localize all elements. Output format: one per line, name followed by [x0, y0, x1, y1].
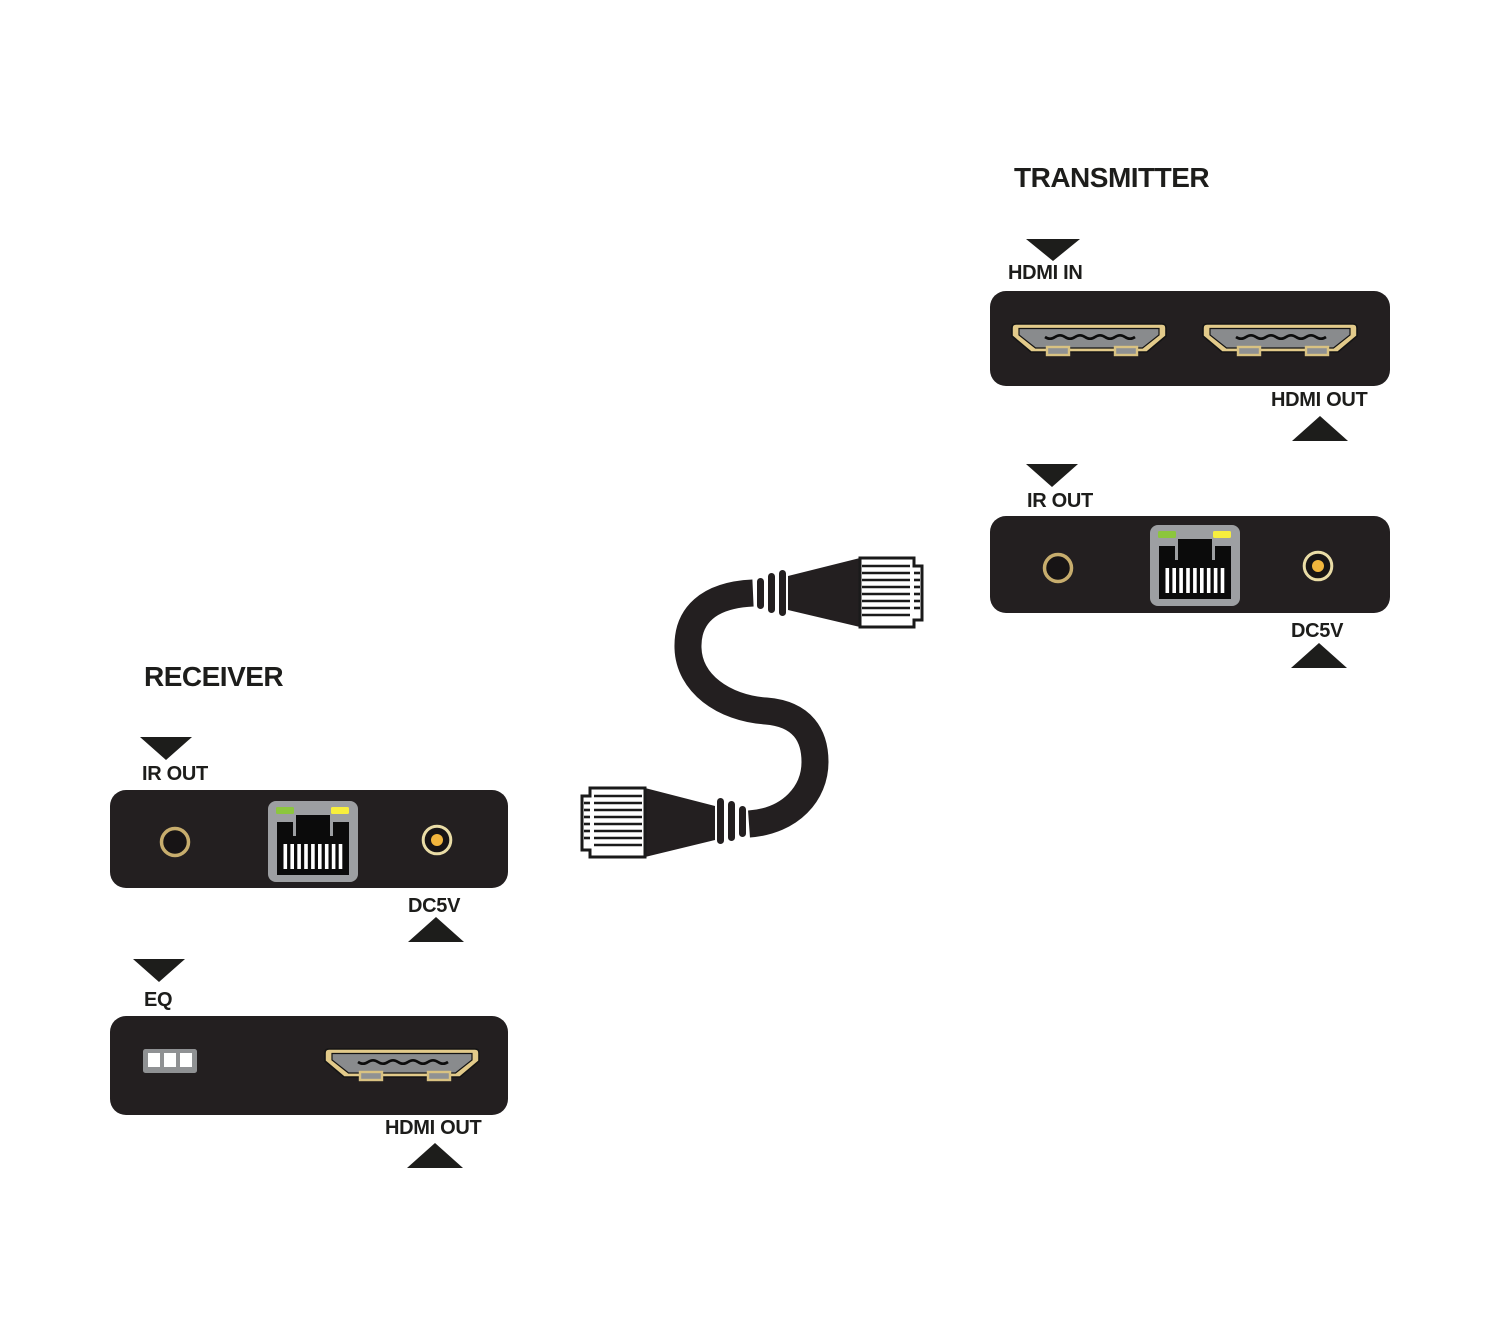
- rj45-plug-icon: [757, 556, 924, 629]
- receiver-eq-label: EQ: [144, 989, 173, 1011]
- receiver-hdmi-out-label: HDMI OUT: [385, 1117, 482, 1139]
- transmitter-hdmi-in-label: HDMI IN: [1008, 262, 1083, 284]
- transmitter-title: TRANSMITTER: [1014, 162, 1210, 193]
- dc-jack-icon: [1302, 550, 1334, 582]
- transmitter-hdmi-out-label: HDMI OUT: [1271, 389, 1368, 411]
- receiver-title: RECEIVER: [144, 661, 284, 692]
- hdmi-port-icon: [324, 1048, 480, 1083]
- receiver-hdmi-panel: [110, 1016, 508, 1115]
- transmitter-dc5v-label: DC5V: [1291, 620, 1344, 642]
- dc-jack-icon: [421, 824, 453, 856]
- down-arrow-icon: [140, 737, 192, 760]
- ir-jack-icon: [1042, 552, 1074, 584]
- ethernet-cable-icon: [580, 556, 924, 859]
- receiver-ir-out-label: IR OUT: [142, 763, 208, 785]
- transmitter-io-panel: [990, 516, 1390, 613]
- up-arrow-icon: [408, 917, 464, 942]
- down-arrow-icon: [133, 959, 185, 982]
- rj45-plug-icon: [580, 786, 746, 859]
- receiver-dc5v-label: DC5V: [408, 895, 461, 917]
- up-arrow-icon: [1291, 643, 1347, 668]
- hdmi-port-icon: [1202, 323, 1358, 358]
- down-arrow-icon: [1026, 239, 1080, 261]
- receiver-io-panel: [110, 790, 508, 888]
- dip-switch-icon: [143, 1049, 197, 1073]
- up-arrow-icon: [407, 1143, 463, 1168]
- transmitter-hdmi-panel: [990, 291, 1390, 386]
- rj45-port-icon: [1150, 525, 1240, 606]
- rj45-port-icon: [268, 801, 358, 882]
- down-arrow-icon: [1026, 464, 1078, 487]
- transmitter-ir-out-label: IR OUT: [1027, 490, 1093, 512]
- hdmi-port-icon: [1011, 323, 1167, 358]
- up-arrow-icon: [1292, 416, 1348, 441]
- ir-jack-icon: [159, 826, 191, 858]
